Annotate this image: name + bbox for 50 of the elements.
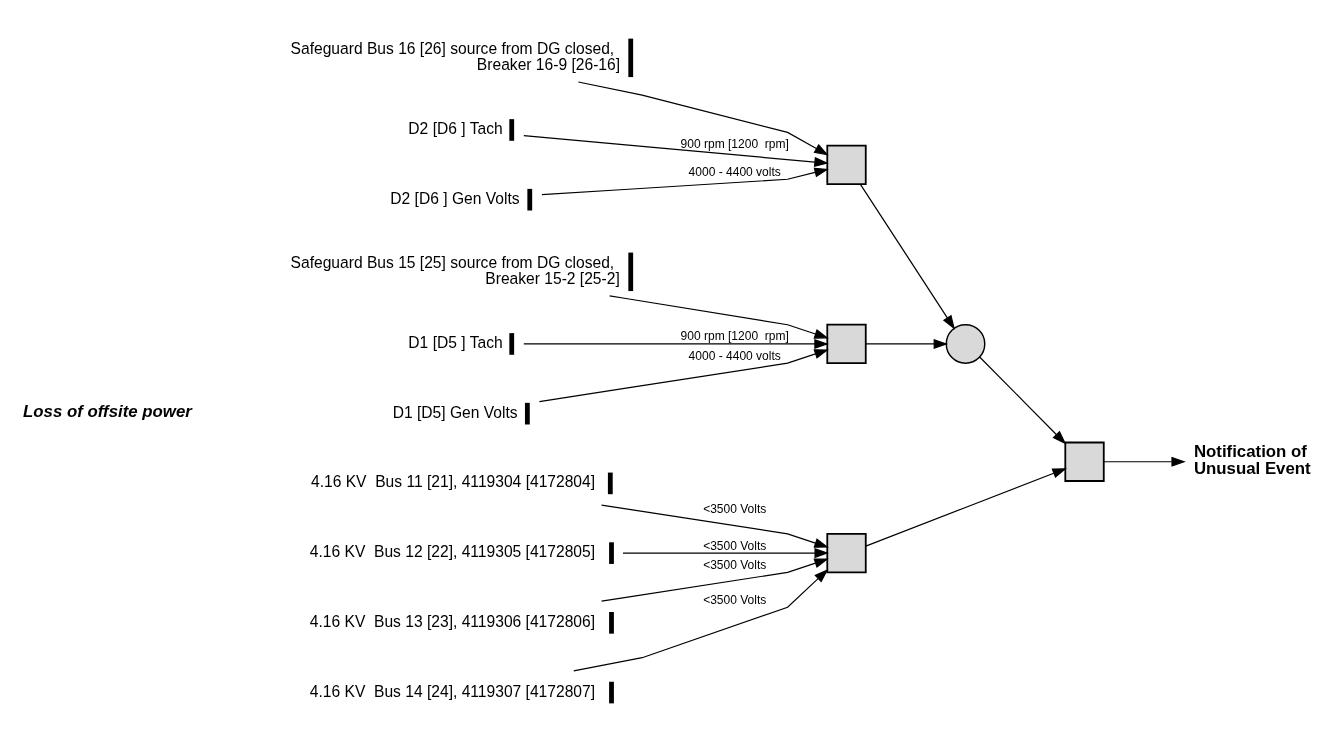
arrow xyxy=(600,557,829,602)
node-label: 4.16 KV Bus 14 [24], 4119307 [4172807] xyxy=(309,682,596,700)
node-circle xyxy=(945,323,986,364)
node-label: 4.16 KV Bus 13 [23], 4119306 [4172806] xyxy=(309,612,596,630)
label: Loss of offsite power xyxy=(23,401,192,421)
edge-label: 4000 - 4400 volts xyxy=(688,348,781,363)
node-box xyxy=(826,144,867,185)
node-box xyxy=(509,332,515,355)
arrow xyxy=(600,504,829,548)
node-box xyxy=(607,472,613,494)
arrow xyxy=(541,167,829,195)
node-box xyxy=(826,323,867,364)
node-box xyxy=(609,611,614,634)
edge-label: 4000 - 4400 volts xyxy=(688,164,781,179)
arrow xyxy=(538,348,829,402)
arrow xyxy=(577,80,829,155)
arrow xyxy=(865,467,1067,547)
node-label: Safeguard Bus 15 [25] source from DG closed, Breaker 15-2 [25-2] xyxy=(290,252,620,287)
node-box xyxy=(527,188,533,210)
edge-label: 900 rpm [1200 rpm] xyxy=(680,328,789,343)
arrow xyxy=(859,183,955,330)
node-box xyxy=(609,681,614,703)
arrow xyxy=(523,134,829,167)
node-label: 4.16 KV Bus 11 [21], 4119304 [4172804] xyxy=(310,472,596,490)
edge-label: <3500 Volts xyxy=(703,592,767,607)
arrow xyxy=(865,338,949,349)
arrow xyxy=(609,294,829,339)
arrow xyxy=(523,338,829,349)
node-label: Safeguard Bus 16 [26] source from DG closed, Breaker 16-9 [26-16] xyxy=(290,39,621,73)
edge-label: <3500 Volts xyxy=(703,501,767,516)
node-box xyxy=(1064,441,1105,482)
node-text: Notification of Unusual Event xyxy=(1193,441,1311,478)
node-box xyxy=(628,38,634,77)
node-label: D2 [D6 ] Tach xyxy=(408,119,503,137)
arrow xyxy=(979,355,1067,445)
node-box xyxy=(609,541,614,564)
node-label: D1 [D5] Gen Volts xyxy=(392,403,518,421)
node-box xyxy=(509,118,515,141)
edge-label: 900 rpm [1200 rpm] xyxy=(680,136,789,151)
edge-label: <3500 Volts xyxy=(703,557,767,572)
edge-label: <3500 Volts xyxy=(703,538,767,553)
arrow xyxy=(622,547,829,558)
node-label: 4.16 KV Bus 12 [22], 4119305 [4172805] xyxy=(309,542,596,560)
arrow xyxy=(573,568,829,671)
node-label: D2 [D6 ] Gen Volts xyxy=(390,189,520,207)
arrow xyxy=(1103,456,1186,467)
node-label: D1 [D5 ] Tach xyxy=(408,333,503,351)
node-box xyxy=(524,402,530,424)
node-box xyxy=(628,252,634,291)
node-box xyxy=(826,532,867,573)
